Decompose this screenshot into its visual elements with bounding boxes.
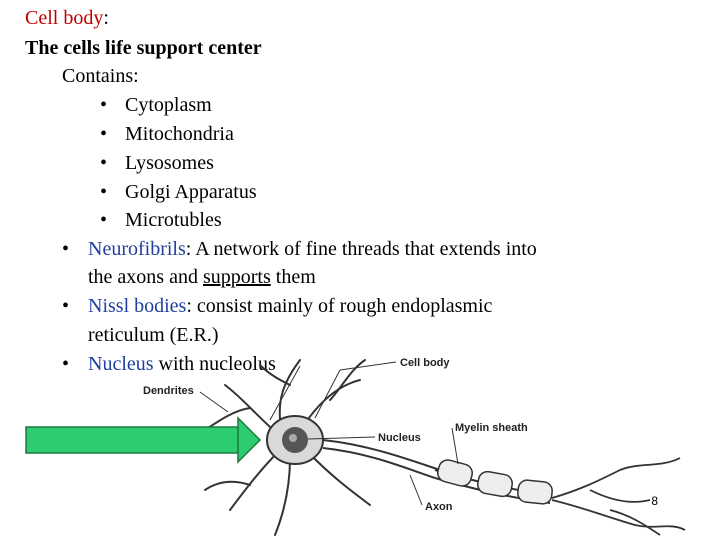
- bullet-icon: •: [100, 152, 108, 174]
- pointer-myelin: [451, 427, 459, 465]
- neurofibrils-desc-2b: them: [270, 266, 316, 288]
- subtitle: The cells life support center: [25, 37, 262, 59]
- page-number: 8: [651, 494, 658, 508]
- label-axon: Axon: [425, 501, 453, 513]
- bullet-icon: •: [62, 295, 70, 317]
- pointer-axon: [409, 474, 423, 506]
- list-item: Microtubles: [125, 209, 222, 231]
- heading: Cell body:: [25, 6, 109, 30]
- bullet-icon: •: [100, 94, 108, 116]
- neurofibrils-desc-2a: the axons and: [88, 266, 203, 288]
- bullet-icon: •: [100, 209, 108, 231]
- list-item: Lysosomes: [125, 152, 214, 174]
- label-cell-body: Cell body: [400, 357, 450, 369]
- label-myelin: Myelin sheath: [455, 422, 528, 434]
- nucleus-term: Nucleus: [88, 353, 154, 375]
- bullet-icon: •: [62, 238, 70, 260]
- nissl-line2: reticulum (E.R.): [88, 324, 219, 346]
- bullet-icon: •: [100, 123, 108, 145]
- pointer-nucleus: [307, 436, 376, 440]
- bullet-icon: •: [100, 181, 108, 203]
- neurofibrils-term: Neurofibrils: [88, 238, 186, 260]
- bullet-icon: •: [62, 353, 70, 375]
- neurofibrils-line1: Neurofibrils: A network of fine threads …: [88, 237, 537, 261]
- list-item: Mitochondria: [125, 123, 234, 145]
- nucleus-line: Nucleus with nucleolus: [88, 352, 276, 376]
- label-nucleus: Nucleus: [378, 432, 421, 444]
- nissl-desc: : consist mainly of rough endoplasmic: [186, 295, 493, 317]
- pointer-cell-body: [339, 361, 397, 371]
- nissl-term: Nissl bodies: [88, 295, 187, 317]
- list-item: Golgi Apparatus: [125, 181, 257, 203]
- myelin-segments: [437, 459, 553, 505]
- heading-colon: :: [103, 7, 109, 29]
- heading-term: Cell body: [25, 7, 104, 29]
- green-arrow-icon: [25, 416, 262, 464]
- list-item: Cytoplasm: [125, 94, 212, 116]
- nucleolus-shape: [289, 434, 297, 442]
- contains-label: Contains:: [62, 65, 139, 87]
- neurofibrils-desc: : A network of fine threads that extends…: [185, 238, 537, 260]
- axon-terminals: [551, 457, 686, 536]
- label-dendrites-overlay: Dendrites: [143, 385, 194, 397]
- neuron-diagram: Cell body Dendrites Nucleus Myelin sheat…: [204, 357, 686, 536]
- nucleus-desc: with nucleolus: [153, 353, 276, 375]
- neurofibrils-line2: the axons and supports them: [88, 265, 316, 289]
- nissl-line1: Nissl bodies: consist mainly of rough en…: [88, 294, 492, 318]
- supports-link[interactable]: supports: [202, 266, 271, 288]
